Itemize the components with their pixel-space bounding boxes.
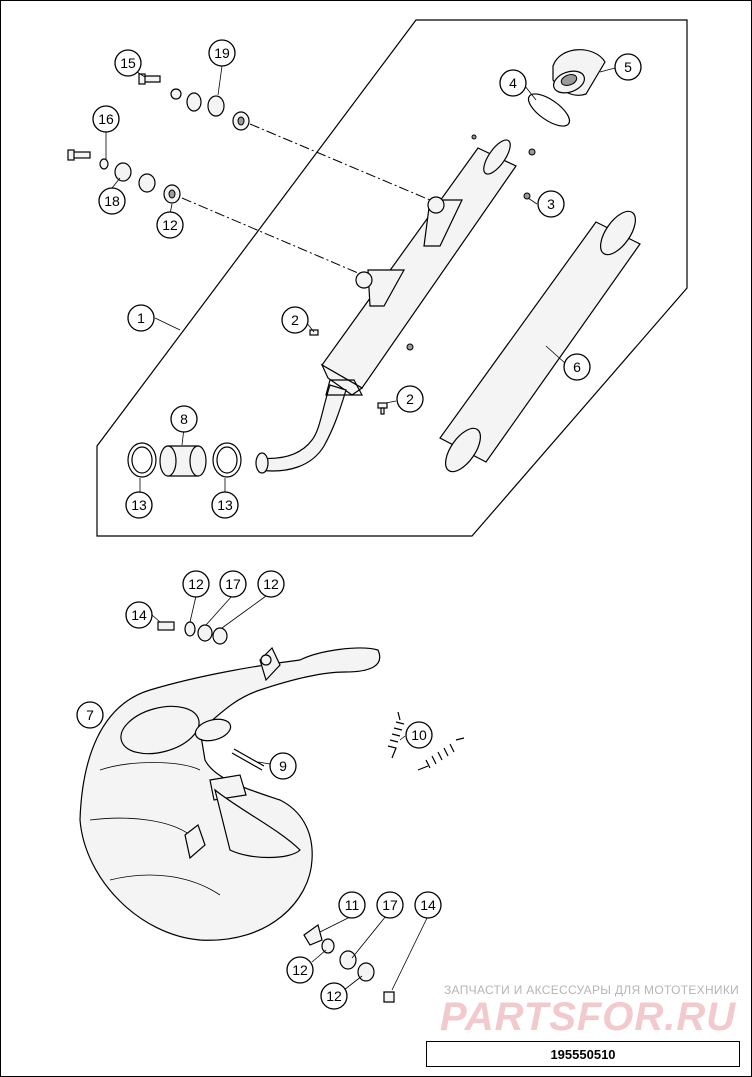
- svg-text:13: 13: [217, 497, 233, 513]
- silencer-body: [255, 134, 536, 474]
- svg-text:7: 7: [86, 707, 94, 723]
- svg-text:2: 2: [291, 312, 299, 328]
- svg-text:17: 17: [225, 576, 241, 592]
- rivet-bottom: [377, 402, 388, 415]
- callout-2-bottom: 2: [396, 385, 424, 413]
- svg-text:19: 19: [214, 45, 230, 61]
- svg-text:12: 12: [263, 576, 279, 592]
- svg-text:15: 15: [120, 55, 136, 71]
- silencer-sleeve: [439, 210, 641, 473]
- svg-text:1: 1: [137, 310, 145, 326]
- svg-text:13: 13: [131, 497, 147, 513]
- svg-text:11: 11: [345, 897, 360, 913]
- expansion-chamber: [79, 646, 381, 941]
- callout-17-lower: 17: [376, 891, 404, 919]
- svg-text:18: 18: [104, 193, 120, 209]
- svg-text:10: 10: [411, 727, 427, 743]
- pipe-seals: [127, 442, 242, 478]
- callout-12-clamp-right: 12: [257, 570, 285, 598]
- top-clamp-hardware: [157, 621, 228, 645]
- callout-12-lower-a: 12: [286, 956, 314, 984]
- callout-13-right: 13: [211, 491, 239, 519]
- callout-19: 19: [208, 39, 236, 67]
- end-cap: [552, 49, 606, 96]
- callout-7: 7: [76, 701, 104, 729]
- callout-13-left: 13: [125, 491, 153, 519]
- callout-14-clamp: 14: [125, 601, 153, 629]
- callout-4: 4: [499, 69, 527, 97]
- callout-6: 6: [563, 353, 591, 381]
- svg-text:4: 4: [509, 75, 517, 91]
- svg-text:14: 14: [420, 897, 436, 913]
- lower-mounting-hardware: [67, 149, 181, 204]
- callout-16: 16: [92, 105, 120, 133]
- svg-text:12: 12: [326, 988, 342, 1004]
- upper-mounting-hardware: [138, 73, 250, 131]
- leader-lower: [181, 197, 359, 274]
- callout-1: 1: [127, 304, 155, 332]
- svg-text:12: 12: [292, 962, 308, 978]
- svg-text:16: 16: [98, 111, 114, 127]
- svg-text:12: 12: [162, 217, 178, 233]
- callout-2-top: 2: [281, 306, 309, 334]
- callout-8: 8: [170, 405, 198, 433]
- callout-15: 15: [114, 49, 142, 77]
- callout-12-upper: 12: [156, 211, 184, 239]
- svg-text:5: 5: [624, 59, 632, 75]
- svg-text:6: 6: [573, 359, 581, 375]
- callout-14-lower: 14: [414, 891, 442, 919]
- callout-leaders: [105, 65, 616, 991]
- o-ring: [527, 93, 571, 127]
- watermark-tagline: ЗАПЧАСТИ И АКСЕССУАРЫ ДЛЯ МОТОТЕХНИКИ: [444, 983, 740, 997]
- lower-clamp-hardware: [303, 924, 395, 1003]
- nozzle-screws: [231, 748, 265, 771]
- svg-text:12: 12: [188, 576, 204, 592]
- callout-5: 5: [614, 53, 642, 81]
- svg-text:17: 17: [382, 897, 398, 913]
- callout-18: 18: [98, 187, 126, 215]
- callout-3: 3: [537, 190, 565, 218]
- svg-text:2: 2: [406, 391, 414, 407]
- svg-text:3: 3: [547, 196, 555, 212]
- watermark-logo: PARTSFOR.RU: [440, 995, 737, 1039]
- callout-12-clamp-left: 12: [182, 570, 210, 598]
- reference-number: 195550510: [426, 1041, 740, 1067]
- callout-10: 10: [405, 721, 433, 749]
- callout-11: 11: [338, 891, 366, 919]
- callout-9: 9: [269, 752, 297, 780]
- callout-17-clamp: 17: [219, 570, 247, 598]
- silencer-group-outline: [96, 19, 688, 537]
- rivet-top: [309, 329, 319, 336]
- leader-upper: [249, 123, 431, 201]
- svg-text:14: 14: [131, 607, 147, 623]
- springs: [387, 711, 465, 771]
- svg-text:9: 9: [279, 758, 287, 774]
- svg-text:8: 8: [180, 411, 188, 427]
- callout-12-lower-b: 12: [320, 982, 348, 1010]
